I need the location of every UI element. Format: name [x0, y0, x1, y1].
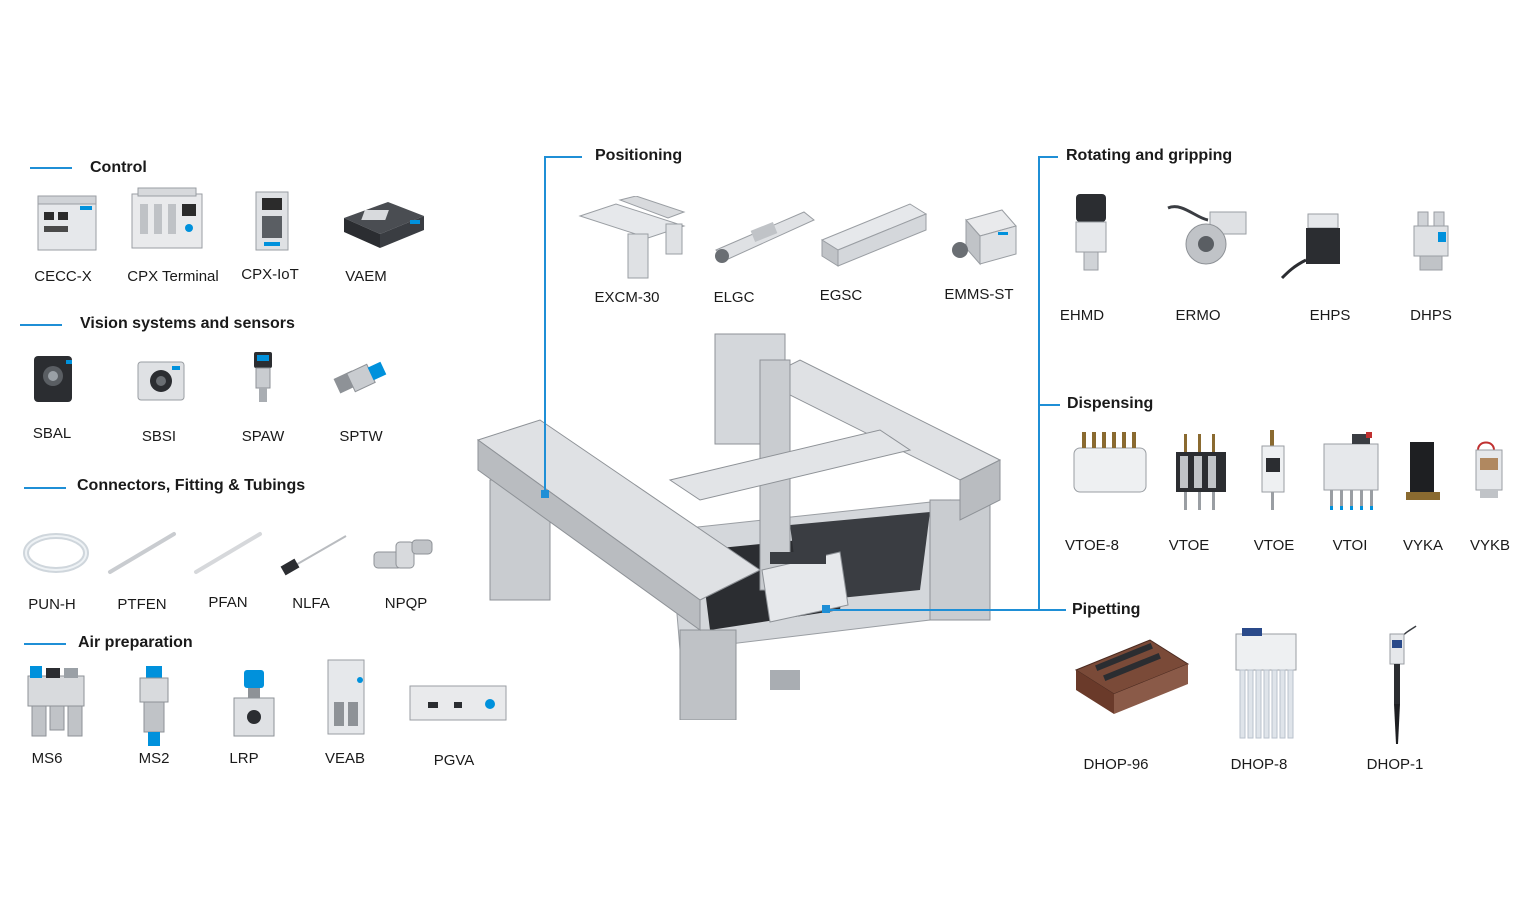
nlfa-label: NLFA — [292, 595, 330, 612]
sbal-product-image — [30, 352, 76, 406]
pgva-product-image — [406, 680, 510, 726]
spaw-product-image — [248, 350, 278, 404]
nlfa-product-image — [278, 532, 350, 578]
sptw-product-image — [332, 360, 390, 402]
elgc-product-image — [712, 206, 816, 270]
elgc-label: ELGC — [713, 289, 755, 306]
right-connector-vline — [1038, 156, 1040, 610]
ms2-product-image — [134, 664, 174, 750]
dispensing-section-title: Dispensing — [1067, 395, 1154, 412]
vtoe-label-2: VTOE — [1253, 537, 1295, 554]
sptw-label: SPTW — [339, 428, 383, 445]
vtoe-label-1: VTOE — [1168, 537, 1210, 554]
ehmd-label: EHMD — [1059, 307, 1105, 324]
pun-h-label: PUN-H — [28, 596, 76, 613]
vtoe-8-label: VTOE-8 — [1065, 537, 1119, 554]
ptfen-product-image — [106, 530, 178, 576]
vykb-product-image — [1470, 438, 1510, 504]
npqp-label: NPQP — [384, 595, 428, 612]
rotating-section-title: Rotating and gripping — [1066, 147, 1233, 164]
pun-h-product-image — [22, 530, 90, 576]
vtoe-product-image-1 — [1170, 428, 1232, 514]
dhps-label: DHPS — [1410, 307, 1452, 324]
emms-st-label: EMMS-ST — [944, 286, 1014, 303]
cecc-x-product-image — [36, 192, 98, 254]
ehmd-product-image — [1068, 190, 1114, 276]
connectors-section-line — [24, 487, 66, 489]
ermo-label: ERMO — [1175, 307, 1221, 324]
pgva-label: PGVA — [433, 752, 475, 769]
dhop-8-product-image — [1228, 626, 1304, 744]
vtoi-label: VTOI — [1332, 537, 1368, 554]
cpx-terminal-label: CPX Terminal — [127, 268, 219, 285]
pfan-product-image — [192, 530, 264, 576]
egsc-label: EGSC — [819, 287, 863, 304]
lrp-label: LRP — [229, 750, 259, 767]
positioning-section-title: Positioning — [595, 147, 683, 164]
egsc-product-image — [818, 200, 930, 270]
cecc-x-label: CECC-X — [34, 268, 92, 285]
control-section-title: Control — [90, 159, 147, 176]
pipetting-connector-dot — [822, 605, 830, 613]
ms6-product-image — [24, 662, 88, 744]
cpx-iot-label: CPX-IoT — [241, 266, 299, 283]
rotating-connector-hline — [1038, 156, 1058, 158]
cpx-iot-product-image — [252, 188, 292, 254]
veab-product-image — [322, 656, 370, 738]
lrp-product-image — [230, 668, 278, 740]
positioning-connector-dot — [541, 490, 549, 498]
vykb-label: VYKB — [1469, 537, 1511, 554]
dhop-96-product-image — [1070, 630, 1194, 722]
cpx-terminal-product-image — [130, 186, 204, 252]
emms-st-product-image — [946, 206, 1020, 272]
air-section-line — [24, 643, 66, 645]
ehps-product-image — [1278, 210, 1354, 282]
positioning-connector-vline — [544, 156, 546, 494]
vtoe-product-image-2 — [1256, 428, 1290, 514]
dhop-1-product-image — [1378, 624, 1418, 748]
vision-section-line — [20, 324, 62, 326]
ms2-label: MS2 — [138, 750, 170, 767]
positioning-connector-hline — [544, 156, 582, 158]
air-section-title: Air preparation — [78, 634, 193, 651]
ptfen-label: PTFEN — [117, 596, 167, 613]
ermo-product-image — [1162, 198, 1250, 272]
vtoi-product-image — [1318, 430, 1384, 514]
dhop-8-label: DHOP-8 — [1230, 756, 1288, 773]
pfan-label: PFAN — [208, 594, 248, 611]
vision-section-title: Vision systems and sensors — [80, 315, 295, 332]
dhop-1-label: DHOP-1 — [1366, 756, 1424, 773]
sbal-label: SBAL — [32, 425, 72, 442]
control-section-line — [30, 167, 72, 169]
ehps-label: EHPS — [1309, 307, 1351, 324]
vaem-label: VAEM — [345, 268, 387, 285]
pipetting-connector-hline — [826, 609, 1066, 611]
vyka-product-image — [1404, 436, 1442, 504]
connectors-section-title: Connectors, Fitting & Tubings — [77, 477, 306, 494]
pipetting-section-title: Pipetting — [1072, 601, 1141, 618]
dhop-96-label: DHOP-96 — [1083, 756, 1149, 773]
dhps-product-image — [1410, 208, 1452, 274]
spaw-label: SPAW — [241, 428, 285, 445]
npqp-product-image — [370, 536, 436, 576]
sbsi-label: SBSI — [141, 428, 177, 445]
excm-30-label: EXCM-30 — [594, 289, 660, 306]
sbsi-product-image — [132, 356, 190, 404]
veab-label: VEAB — [324, 750, 366, 767]
excm-30-product-image — [576, 196, 688, 282]
vyka-label: VYKA — [1402, 537, 1444, 554]
vtoe-8-product-image — [1068, 428, 1152, 500]
vaem-product-image — [340, 196, 428, 252]
gantry-robot-image — [470, 330, 1010, 720]
dispensing-connector-hline — [1038, 404, 1060, 406]
ms6-label: MS6 — [31, 750, 63, 767]
